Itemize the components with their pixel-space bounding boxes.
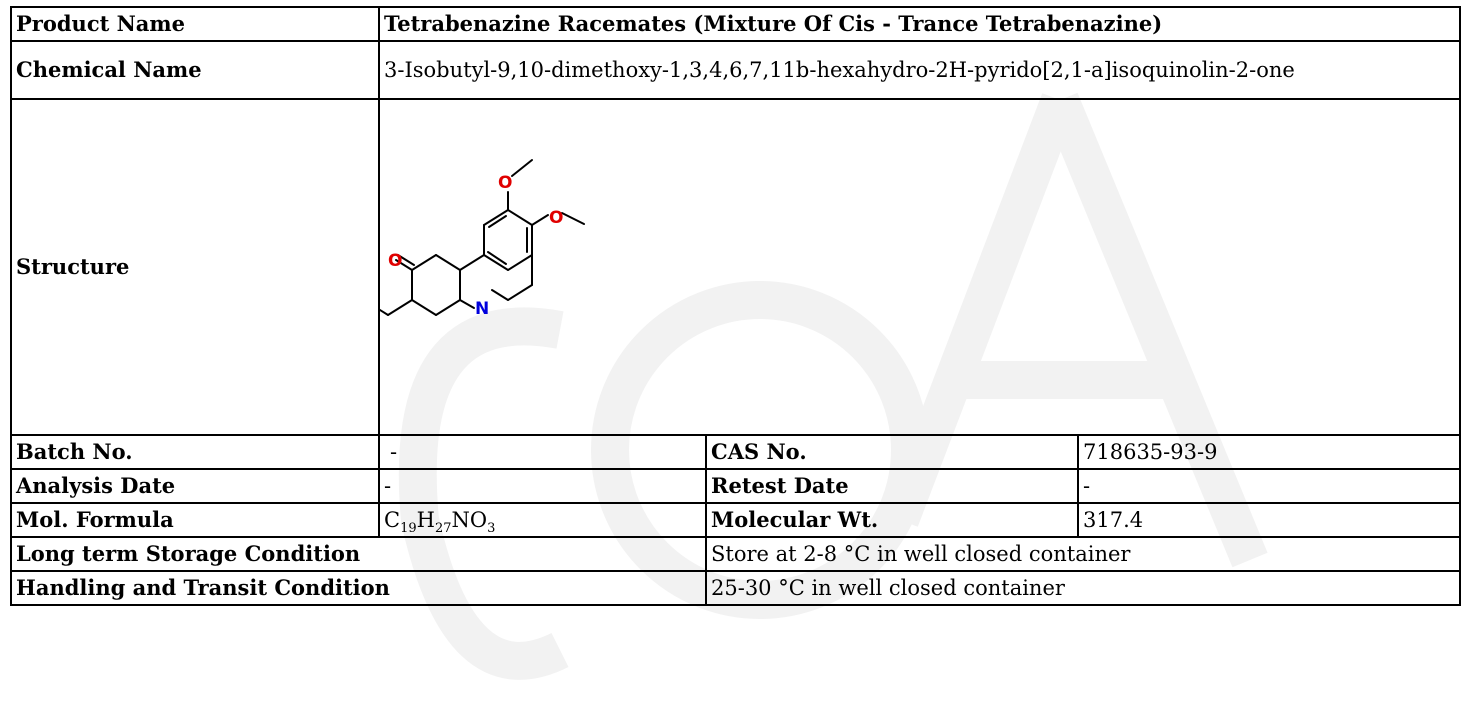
atom-oxygen-2: O xyxy=(549,208,563,228)
label-cas-no: CAS No. xyxy=(705,434,1079,470)
value-analysis-date: - xyxy=(378,468,707,504)
row-handling: Handling and Transit Condition 25-30 °C … xyxy=(10,570,1462,606)
formula-c: C xyxy=(384,508,401,532)
value-molecular-wt: 317.4 xyxy=(1076,502,1462,538)
formula-c-count: 19 xyxy=(400,521,417,536)
label-storage: Long term Storage Condition xyxy=(10,536,707,572)
atom-oxygen-1: O xyxy=(498,173,512,193)
label-handling: Handling and Transit Condition xyxy=(10,570,707,606)
atom-nitrogen: N xyxy=(475,299,489,319)
value-retest-date: - xyxy=(1076,468,1462,504)
value-storage: Store at 2-8 °C in well closed container xyxy=(704,536,1462,572)
atom-oxygen-3: O xyxy=(388,251,402,271)
coa-table: Product Name Tetrabenazine Racemates (Mi… xyxy=(10,6,1462,606)
formula-h-count: 27 xyxy=(434,521,452,536)
row-structure: Structure xyxy=(10,98,1462,436)
row-storage: Long term Storage Condition Store at 2-8… xyxy=(10,536,1462,572)
label-molecular-wt: Molecular Wt. xyxy=(705,502,1079,538)
row-product-name: Product Name Tetrabenazine Racemates (Mi… xyxy=(10,6,1462,42)
value-chemical-name: 3-Isobutyl-9,10-dimethoxy-1,3,4,6,7,11b-… xyxy=(377,40,1462,100)
row-batch: Batch No. - CAS No. 718635-93-9 xyxy=(10,434,1462,470)
label-mol-formula: Mol. Formula xyxy=(10,502,380,538)
formula-no: NO xyxy=(451,508,488,532)
label-chemical-name: Chemical Name xyxy=(10,40,380,100)
label-product-name: Product Name xyxy=(10,6,380,42)
value-cas-no: 718635-93-9 xyxy=(1076,434,1462,470)
row-analysis: Analysis Date - Retest Date - xyxy=(10,468,1462,504)
value-handling: 25-30 °C in well closed container xyxy=(704,570,1462,606)
formula-h: H xyxy=(416,508,435,532)
formula-o-count: 3 xyxy=(487,521,496,536)
value-mol-formula: C19H27NO3 xyxy=(378,502,707,538)
row-formula: Mol. Formula C19H27NO3 Molecular Wt. 317… xyxy=(10,502,1462,538)
row-chemical-name: Chemical Name 3-Isobutyl-9,10-dimethoxy-… xyxy=(10,40,1462,100)
label-structure: Structure xyxy=(10,98,380,436)
structure-cell: O O O N xyxy=(377,98,1462,436)
structure-molecule: O O O N xyxy=(381,159,585,319)
label-analysis-date: Analysis Date xyxy=(10,468,380,504)
value-product-name: Tetrabenazine Racemates (Mixture Of Cis … xyxy=(377,6,1462,42)
value-batch-no: - xyxy=(378,434,707,470)
label-retest-date: Retest Date xyxy=(705,468,1079,504)
label-batch-no: Batch No. xyxy=(10,434,380,470)
